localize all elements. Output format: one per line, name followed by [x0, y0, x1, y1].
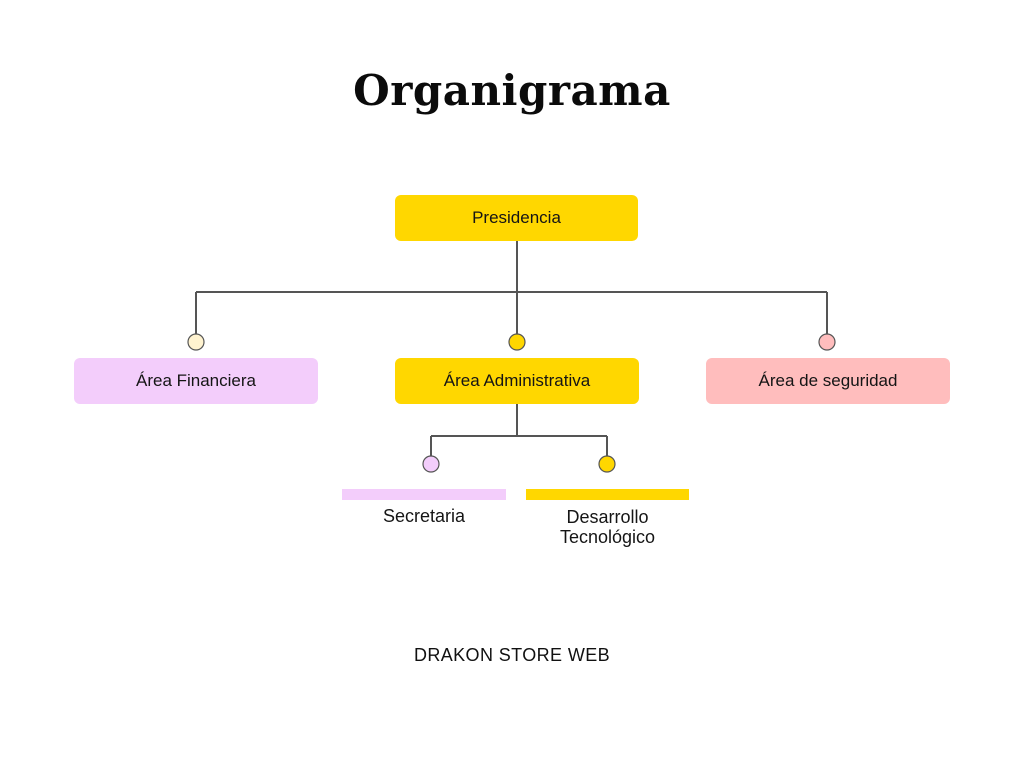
node-area-administrativa-label: Área Administrativa [443, 371, 591, 390]
connector-dots [187, 333, 836, 473]
node-area-administrativa[interactable]: Área Administrativa [395, 358, 639, 404]
dot-administrativa [508, 333, 526, 351]
chart-title: Organigrama [353, 66, 671, 115]
dot-secretaria [422, 455, 440, 473]
dot-seguridad [818, 333, 836, 351]
node-desarrollo-bar[interactable] [526, 489, 689, 500]
dot-desarrollo [598, 455, 616, 473]
node-desarrollo-label: Desarrollo Tecnológico [526, 507, 689, 547]
node-secretaria-bar[interactable] [342, 489, 506, 500]
footer-brand: DRAKON STORE WEB [413, 645, 611, 665]
connector-paths [195, 241, 828, 456]
node-desarrollo-text-line2: Tecnológico [559, 527, 656, 547]
node-area-financiera[interactable]: Área Financiera [74, 358, 318, 404]
node-area-financiera-label: Área Financiera [135, 371, 256, 390]
node-presidencia-label: Presidencia [472, 208, 561, 227]
node-secretaria-label: Secretaria [342, 506, 506, 526]
node-presidencia[interactable]: Presidencia [395, 195, 638, 241]
node-desarrollo-text-line1: Desarrollo [566, 507, 649, 527]
node-secretaria-text: Secretaria [382, 506, 466, 526]
node-area-seguridad-label: Área de seguridad [758, 371, 898, 390]
node-area-seguridad[interactable]: Área de seguridad [706, 358, 950, 404]
dot-financiera [187, 333, 205, 351]
